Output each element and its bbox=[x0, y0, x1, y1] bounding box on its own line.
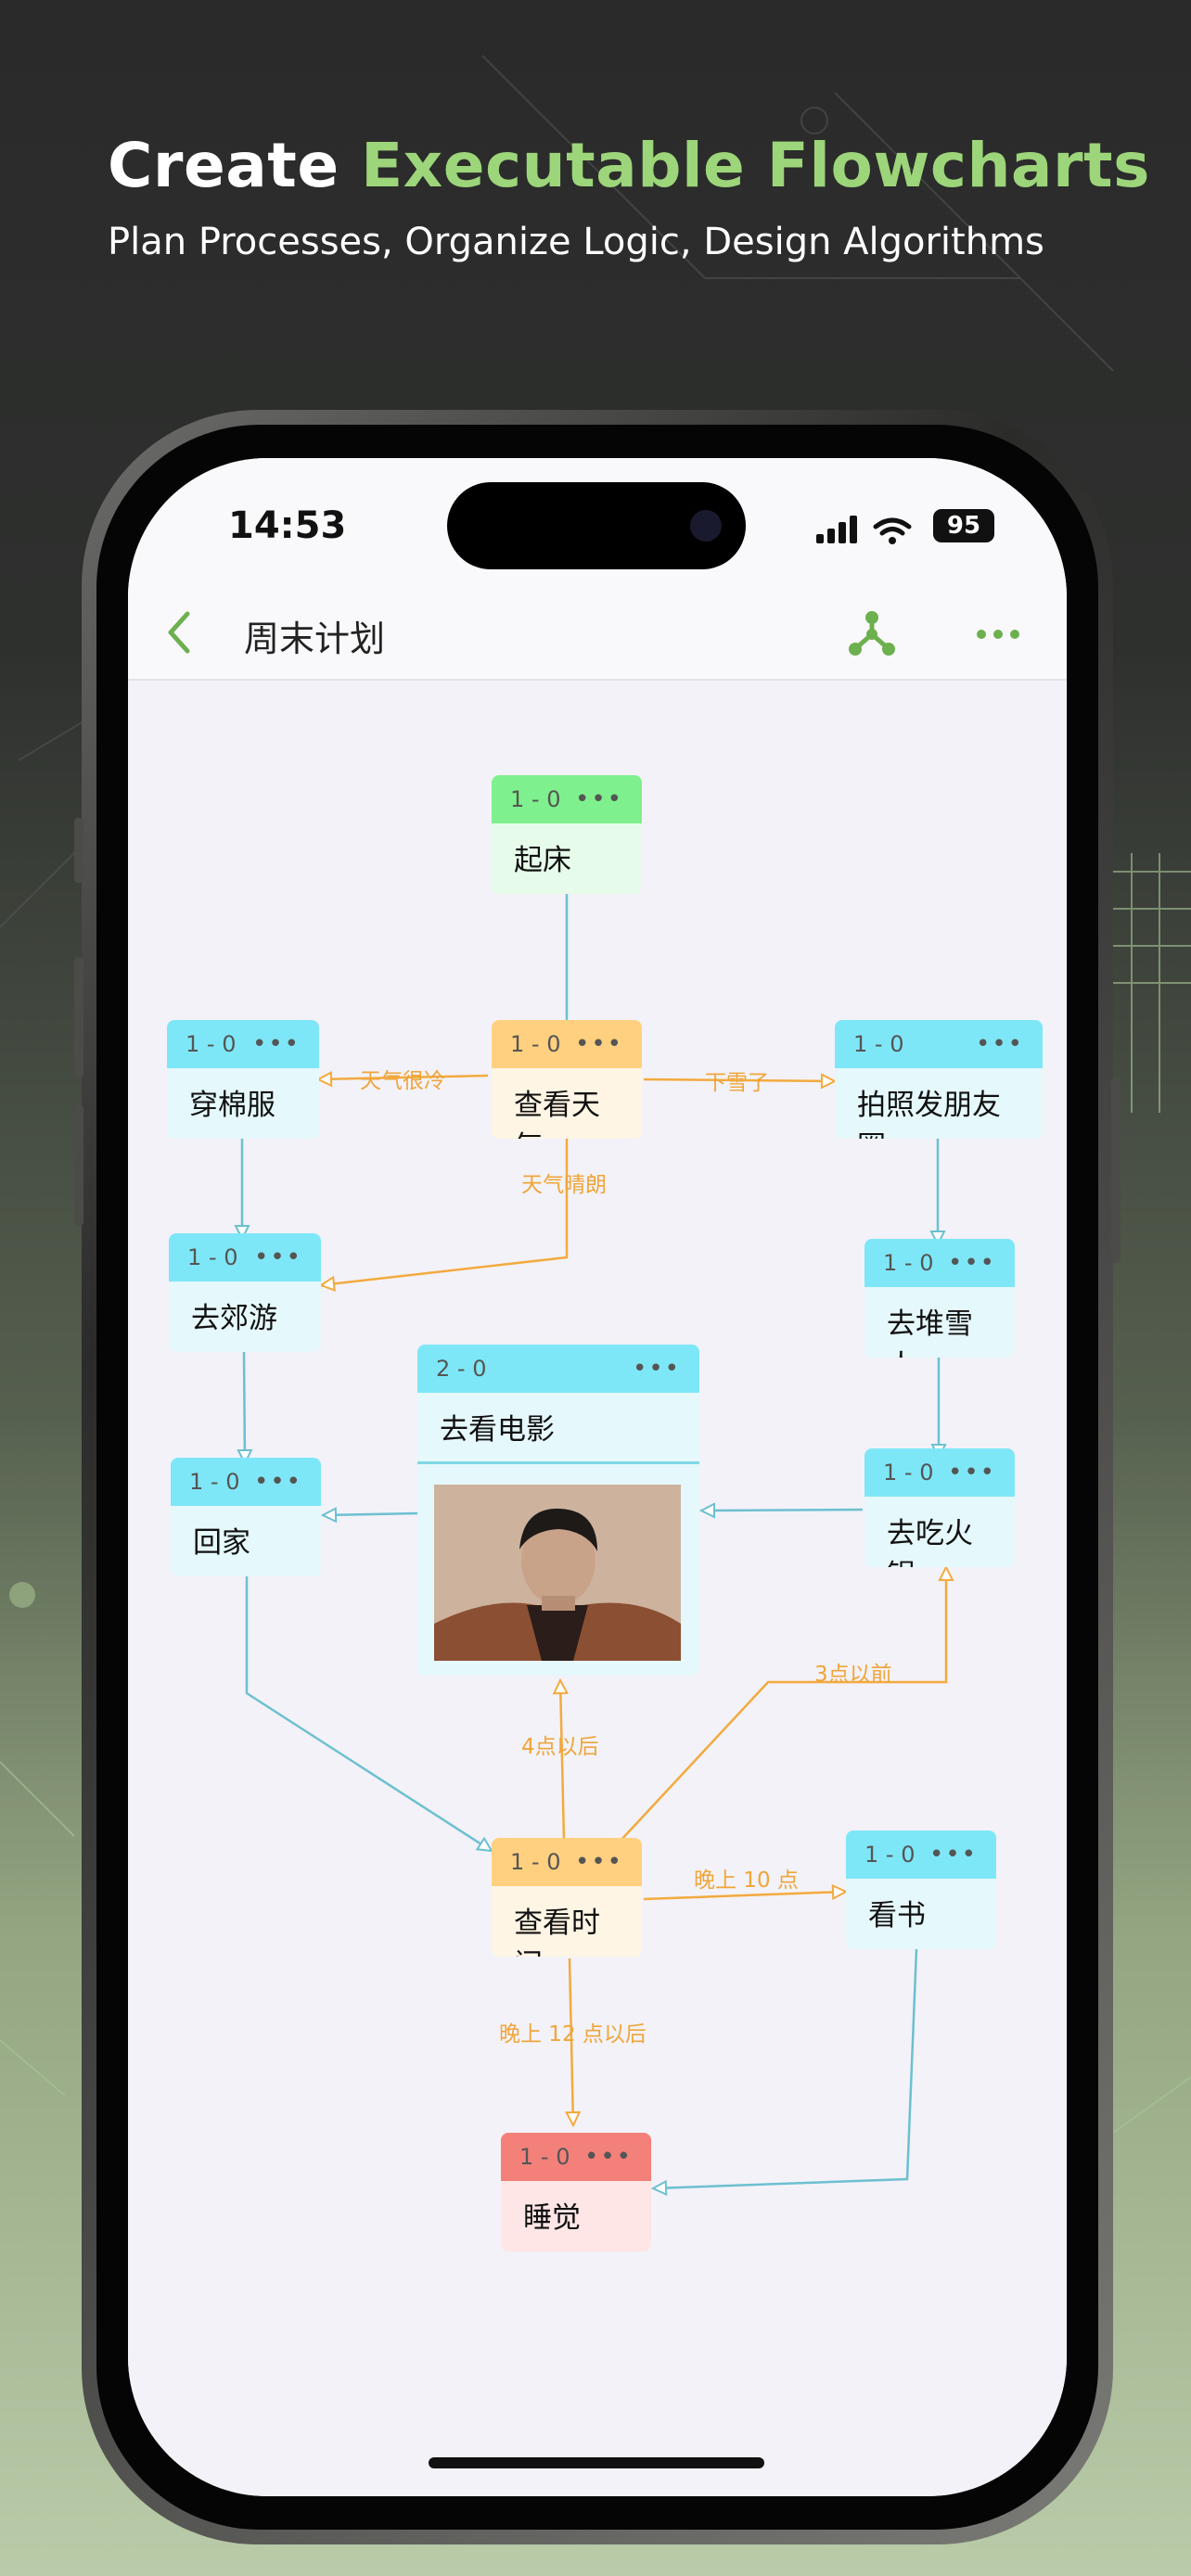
node-id: 1 - 0 bbox=[864, 1842, 916, 1868]
phone-frame: 14:53 95 周末计划 bbox=[74, 410, 1121, 2544]
node-label: 穿棉服 bbox=[167, 1068, 319, 1139]
edge-outing-home bbox=[244, 1351, 245, 1463]
node-photo[interactable]: 1 - 0 ••• 拍照发朋友圈 bbox=[835, 1020, 1043, 1139]
node-label: 去郊游 bbox=[169, 1282, 321, 1352]
node-coat[interactable]: 1 - 0 ••• 穿棉服 bbox=[167, 1020, 319, 1139]
node-menu-icon[interactable]: ••• bbox=[975, 1030, 1024, 1058]
node-label: 去看电影 bbox=[417, 1393, 699, 1461]
node-hotpot[interactable]: 1 - 0 ••• 去吃火锅 bbox=[864, 1448, 1015, 1567]
portrait-illustration bbox=[434, 1485, 681, 1661]
edge-weather-coat bbox=[318, 1076, 489, 1079]
node-id: 1 - 0 bbox=[510, 1849, 561, 1875]
node-label: 去堆雪人 bbox=[864, 1287, 1015, 1358]
node-label: 拍照发朋友圈 bbox=[835, 1068, 1043, 1139]
promo-headline: Create Executable Flowcharts bbox=[108, 130, 1150, 201]
portrait-photo bbox=[434, 1485, 681, 1661]
node-label: 去吃火锅 bbox=[864, 1497, 1015, 1567]
promo-subtitle: Plan Processes, Organize Logic, Design A… bbox=[108, 221, 1044, 263]
node-time[interactable]: 1 - 0 ••• 查看时间 bbox=[492, 1838, 642, 1957]
edge-movie-home bbox=[323, 1513, 418, 1515]
node-menu-icon[interactable]: ••• bbox=[253, 1243, 302, 1271]
battery-indicator: 95 bbox=[933, 509, 994, 542]
promo-headline-highlight: Executable Flowcharts bbox=[361, 130, 1150, 201]
node-weather[interactable]: 1 - 0 ••• 查看天气 bbox=[492, 1020, 642, 1139]
node-sleep[interactable]: 1 - 0 ••• 睡觉 bbox=[501, 2133, 651, 2251]
edge-time-book bbox=[643, 1892, 846, 1901]
node-id: 1 - 0 bbox=[853, 1031, 904, 1057]
node-menu-icon[interactable]: ••• bbox=[251, 1030, 301, 1058]
node-id: 1 - 0 bbox=[510, 1031, 561, 1057]
node-outing[interactable]: 1 - 0 ••• 去郊游 bbox=[169, 1233, 321, 1352]
edge-label-snow: 下雪了 bbox=[705, 1071, 769, 1095]
back-chevron-icon[interactable] bbox=[160, 605, 197, 660]
node-id: 1 - 0 bbox=[510, 786, 561, 812]
edge-label-after12: 晚上 12 点以后 bbox=[499, 2022, 647, 2047]
node-id: 2 - 0 bbox=[436, 1356, 487, 1382]
edge-time-sleep bbox=[570, 1958, 573, 2125]
edge-hotpot-movie bbox=[701, 1510, 864, 1511]
flowchart-edges bbox=[128, 890, 1067, 2496]
app-screen: 14:53 95 周末计划 bbox=[128, 458, 1067, 2496]
status-bar: 14:53 95 bbox=[128, 458, 1067, 588]
node-snowman[interactable]: 1 - 0 ••• 去堆雪人 bbox=[864, 1239, 1015, 1358]
node-label: 看书 bbox=[846, 1879, 996, 1949]
node-id: 1 - 0 bbox=[187, 1244, 238, 1270]
flowchart-canvas[interactable]: 天气很冷 下雪了 天气晴朗 3点以前 4点以后 晚上 10 点 晚上 12 点以… bbox=[128, 682, 1067, 2496]
structure-tree-icon[interactable] bbox=[844, 606, 900, 662]
status-time: 14:53 bbox=[228, 504, 347, 547]
node-label: 查看时间 bbox=[492, 1886, 642, 1957]
node-menu-icon[interactable]: ••• bbox=[947, 1249, 996, 1277]
node-menu-icon[interactable]: ••• bbox=[574, 1030, 623, 1058]
home-indicator[interactable] bbox=[429, 2457, 764, 2468]
edge-weather-photo bbox=[643, 1079, 835, 1081]
wifi-icon bbox=[873, 517, 912, 536]
node-book[interactable]: 1 - 0 ••• 看书 bbox=[846, 1830, 996, 1949]
edge-label-pm10: 晚上 10 点 bbox=[694, 1868, 799, 1893]
node-id: 1 - 0 bbox=[519, 2144, 570, 2170]
node-menu-icon[interactable]: ••• bbox=[253, 1468, 302, 1496]
node-wake[interactable]: 1 - 0 ••• 起床 bbox=[492, 775, 642, 894]
dynamic-island bbox=[447, 482, 746, 569]
edge-label-before3: 3点以前 bbox=[814, 1663, 892, 1687]
nav-bar: 周末计划 bbox=[128, 588, 1067, 681]
node-label: 回家 bbox=[171, 1506, 321, 1576]
edge-time-hotpot bbox=[619, 1567, 946, 1843]
node-id: 1 - 0 bbox=[186, 1031, 237, 1057]
node-movie[interactable]: 2 - 0 ••• 去看电影 bbox=[417, 1345, 699, 1676]
node-label: 查看天气 bbox=[492, 1068, 642, 1139]
node-label: 睡觉 bbox=[501, 2181, 651, 2251]
edge-label-sunny: 天气晴朗 bbox=[521, 1173, 607, 1197]
node-id: 1 - 0 bbox=[883, 1460, 934, 1486]
node-home[interactable]: 1 - 0 ••• 回家 bbox=[171, 1458, 321, 1576]
node-menu-icon[interactable]: ••• bbox=[632, 1355, 681, 1383]
node-id: 1 - 0 bbox=[189, 1469, 240, 1495]
node-menu-icon[interactable]: ••• bbox=[583, 2143, 633, 2171]
edge-weather-outing bbox=[321, 1139, 569, 1285]
node-menu-icon[interactable]: ••• bbox=[928, 1841, 978, 1868]
edge-book-sleep bbox=[653, 1948, 918, 2188]
edge-label-after4: 4点以后 bbox=[521, 1735, 599, 1759]
node-id: 1 - 0 bbox=[883, 1250, 934, 1276]
node-menu-icon[interactable]: ••• bbox=[574, 785, 623, 813]
node-image-container bbox=[417, 1461, 699, 1676]
promo-headline-white: Create bbox=[108, 130, 362, 201]
edge-home-time bbox=[245, 1575, 492, 1851]
signal-wifi-icons bbox=[816, 516, 912, 544]
edge-label-cold: 天气很冷 bbox=[360, 1069, 445, 1093]
cellular-signal-icon bbox=[816, 516, 857, 543]
more-options-icon[interactable] bbox=[972, 616, 1028, 653]
edge-time-movie bbox=[560, 1680, 564, 1843]
node-menu-icon[interactable]: ••• bbox=[947, 1459, 996, 1486]
page-title: 周末计划 bbox=[244, 618, 386, 659]
node-menu-icon[interactable]: ••• bbox=[574, 1848, 623, 1876]
node-label: 起床 bbox=[492, 823, 642, 894]
